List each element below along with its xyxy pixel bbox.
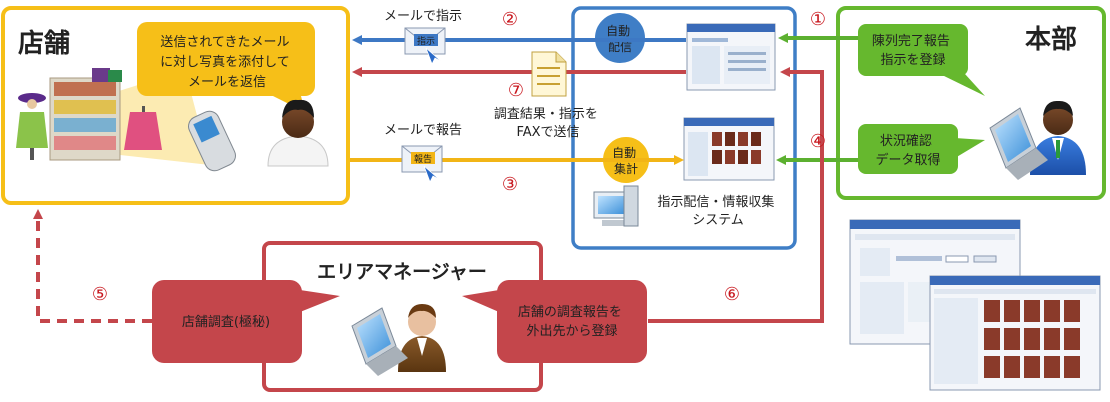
area-manager-bubble-left-text: 店舗調査(極秘) bbox=[182, 314, 270, 330]
store-bubble-line: に対し写真を添付して bbox=[160, 55, 290, 70]
area-manager-bubble-left: 店舗調査(極秘) bbox=[152, 280, 340, 363]
dress-icon bbox=[124, 106, 162, 150]
label-mail-report: メールで報告 bbox=[384, 123, 462, 138]
auto-aggregate-line: 集計 bbox=[614, 161, 638, 176]
shopping-bag-icon bbox=[92, 68, 122, 82]
fax-document-icon bbox=[531, 51, 567, 97]
svg-text:調査結果・指示を FAXで送信: 調査結果・指示を FAXで送信 bbox=[494, 107, 602, 140]
arrow-store-survey bbox=[33, 209, 152, 323]
step-4: ④ bbox=[810, 131, 826, 152]
label-fax-line: FAXで送信 bbox=[516, 125, 579, 140]
label-fax-line: 調査結果・指示を bbox=[494, 107, 598, 122]
hq-bubble2-line: データ取得 bbox=[875, 152, 940, 168]
step-2: ② bbox=[502, 9, 518, 30]
store-staff-icon bbox=[267, 99, 329, 167]
step-6: ⑥ bbox=[724, 284, 740, 305]
step-7: ⑦ bbox=[508, 80, 524, 101]
auto-distribute-line: 配信 bbox=[608, 40, 632, 54]
auto-aggregate-line: 自動 bbox=[612, 146, 636, 160]
step-5: ⑤ bbox=[92, 284, 108, 305]
svg-text:自動 集計: 自動 集計 bbox=[612, 146, 640, 176]
area-manager-bubble-right-line: 外出先から登録 bbox=[526, 324, 617, 339]
area-manager-title: エリアマネージャー bbox=[317, 261, 487, 283]
svg-text:店舗の調査報告を 外出先から登録: 店舗の調査報告を 外出先から登録 bbox=[518, 305, 626, 339]
hq-bubble2-line: 状況確認 bbox=[880, 133, 932, 149]
step-1: ① bbox=[810, 9, 826, 30]
area-manager-laptop-icon bbox=[351, 304, 446, 376]
server-computer-icon bbox=[593, 185, 639, 227]
hq-title: 本部 bbox=[1025, 25, 1077, 55]
envelope-report-label: 報告 bbox=[414, 153, 432, 165]
mobile-phone-icon bbox=[188, 110, 236, 172]
sample-screenshot-front bbox=[929, 275, 1101, 391]
store-panel: 店舗 bbox=[1, 6, 350, 205]
mannequin-icon bbox=[16, 93, 48, 160]
system-screen-top-icon bbox=[686, 23, 776, 91]
hq-bubble1-line: 陳列完了報告 bbox=[872, 34, 950, 49]
svg-text:自動 配信: 自動 配信 bbox=[606, 24, 634, 54]
auto-distribute-line: 自動 bbox=[606, 24, 630, 38]
hq-staff-laptop-icon bbox=[989, 100, 1086, 180]
store-bubble-line: 送信されてきたメール bbox=[160, 35, 289, 50]
system-label-line: 指示配信・情報収集 bbox=[657, 194, 774, 210]
area-manager-bubble-right-line: 店舗の調査報告を bbox=[518, 305, 622, 320]
mail-envelope-instruction-icon: 指示 bbox=[404, 27, 446, 65]
system-panel: 自動 配信 自動 集計 指示配信・情報収集 システム bbox=[571, 6, 797, 250]
envelope-instruction-label: 指示 bbox=[417, 35, 435, 47]
hq-speech-bubble-check: 状況確認 データ取得 bbox=[858, 124, 985, 174]
store-shelf-icon bbox=[49, 77, 121, 161]
area-manager-bubble-right: 店舗の調査報告を 外出先から登録 bbox=[462, 280, 647, 363]
svg-text:送信されてきたメール に対し写真を添付して: 送信されてきたメール に対し写真を添付して メールを返信 bbox=[160, 35, 294, 90]
label-mail-instruction: メールで指示 bbox=[384, 9, 462, 24]
svg-text:状況確認 データ取得: 状況確認 データ取得 bbox=[875, 133, 940, 168]
system-screen-bottom-icon bbox=[683, 117, 775, 181]
hq-speech-bubble-register: 陳列完了報告 指示を登録 bbox=[858, 24, 985, 96]
area-manager-panel: エリアマネージャー 店舗調査(極秘) 店舗の調査報告を 外出先から登録 bbox=[152, 241, 647, 392]
step-3: ③ bbox=[502, 174, 518, 195]
mail-envelope-report-icon: 報告 bbox=[401, 145, 443, 183]
arrow-area-report bbox=[648, 67, 824, 323]
hq-panel: 本部 陳列完了報告 指示を登録 状況確認 データ取得 bbox=[836, 6, 1106, 200]
store-bubble-line: メールを返信 bbox=[188, 75, 266, 90]
hq-bubble1-line: 指示を登録 bbox=[880, 53, 945, 68]
svg-text:指示配信・情報収集 システム: 指示配信・情報収集 システム bbox=[657, 194, 778, 228]
svg-text:陳列完了報告 指示を登録: 陳列完了報告 指示を登録 bbox=[872, 34, 954, 68]
store-title: 店舗 bbox=[18, 29, 70, 59]
system-label-line: システム bbox=[692, 213, 744, 228]
